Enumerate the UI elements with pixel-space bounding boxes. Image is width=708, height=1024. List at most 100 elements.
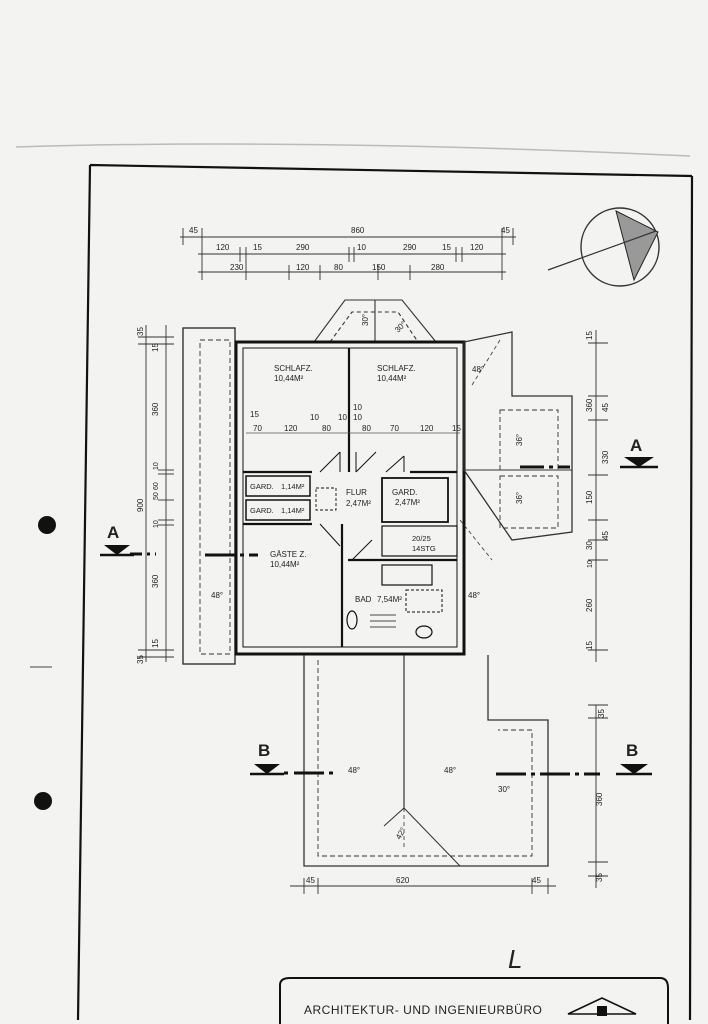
lower-roof-area <box>303 655 549 867</box>
slope-lower-right: 48° <box>444 766 456 775</box>
dim-left-total: 900 <box>136 498 145 512</box>
dim-left-seg-10: 35 <box>136 655 145 664</box>
house-walls <box>234 340 466 656</box>
dim-top-row2-c: 80 <box>334 263 343 272</box>
dim-right-seg-2: 360 <box>585 398 594 412</box>
dim-top-row1-e: 290 <box>403 243 417 252</box>
slope-dormer-left: 30° <box>361 314 370 326</box>
dim-top-row1-b: 15 <box>253 243 262 252</box>
north-arrow-icon <box>547 207 660 287</box>
dim-int-6: 10 <box>338 413 347 422</box>
top-dimension-chains <box>180 228 516 280</box>
slope-lower-right-box: 30° <box>498 785 510 794</box>
dim-top-row2-e: 280 <box>431 263 445 272</box>
room-bad-name: BAD <box>355 595 372 604</box>
dim-left-seg-3: 360 <box>151 402 160 416</box>
dim-top-row2-a: 230 <box>230 263 244 272</box>
dim-top-row2-d: 150 <box>372 263 386 272</box>
room-gaeste-area: 10,44M² <box>270 560 300 569</box>
dim-right-lower-mid: 360 <box>595 792 604 806</box>
dim-left-seg-7: 10 <box>153 520 160 528</box>
dim-bottom-left: 45 <box>306 876 315 885</box>
dim-top-row1-f: 15 <box>442 243 451 252</box>
dim-int-8: 80 <box>362 424 371 433</box>
title-block-office: ARCHITEKTUR- UND INGENIEURBÜRO <box>304 1003 542 1017</box>
dim-int-12: 10 <box>353 403 362 412</box>
section-marker-a-left <box>100 545 134 557</box>
dim-top-right-edge: 45 <box>501 226 510 235</box>
room-schlaf1-area: 10,44M² <box>274 374 304 383</box>
handwritten-mark: L <box>508 944 522 974</box>
dim-right-seg-10: 15 <box>585 641 594 650</box>
stair-label-2: 14STG <box>412 544 436 553</box>
dim-left-seg-6: 50 <box>153 492 160 500</box>
slope-wing-bottom: 36° <box>515 492 524 504</box>
dim-int-2: 70 <box>253 424 262 433</box>
dim-int-9: 70 <box>390 424 399 433</box>
punch-hole-bottom <box>34 792 52 810</box>
slope-upper-right: 48° <box>472 365 484 374</box>
section-label-a-left: A <box>107 523 119 542</box>
bottom-dimension-chain <box>290 878 556 894</box>
room-bad-area: 7,54M² <box>377 595 402 604</box>
dim-right-seg-3: 45 <box>601 403 610 412</box>
title-block <box>279 977 669 1024</box>
room-gard2-area: 1,14M² <box>281 506 305 515</box>
right-roof-wing <box>459 331 573 561</box>
right-dimension-chain <box>588 330 608 888</box>
section-marker-b-left <box>250 764 284 776</box>
dim-left-seg-5: 60 <box>153 482 160 490</box>
room-flur-name: FLUR <box>346 488 367 497</box>
dim-right-seg-8: 10 <box>587 560 594 568</box>
dim-right-seg-1: 15 <box>585 331 594 340</box>
dim-left-seg-4: 10 <box>153 462 160 470</box>
room-gard1-name: GARD. <box>250 482 274 491</box>
room-schlaf2-name: SCHLAFZ. <box>377 364 416 373</box>
room-gaeste-name: GÄSTE Z. <box>270 550 306 559</box>
drawing-frame <box>76 163 694 1021</box>
dim-bottom-right: 45 <box>532 876 541 885</box>
dim-right-lower-top: 35 <box>597 709 606 718</box>
dim-top-left-edge: 45 <box>189 226 198 235</box>
room-flur-area: 2,47M² <box>346 499 371 508</box>
section-line-a <box>130 465 570 557</box>
section-line-b <box>284 771 600 776</box>
dim-bottom-total: 620 <box>396 876 410 885</box>
section-label-b-left: B <box>258 741 270 760</box>
dim-right-seg-9: 260 <box>585 598 594 612</box>
section-marker-a-right <box>620 457 658 469</box>
dim-top-row1-c: 290 <box>296 243 310 252</box>
section-marker-b-right <box>616 764 652 776</box>
dim-int-1: 15 <box>250 410 259 419</box>
dim-right-seg-5: 150 <box>585 490 594 504</box>
room-schlaf1-name: SCHLAFZ. <box>274 364 313 373</box>
section-label-a-right: A <box>630 436 642 455</box>
room-gard3-area: 2,47M² <box>395 498 420 507</box>
page-fold-line <box>15 143 691 157</box>
dim-right-seg-7: 30 <box>585 541 594 550</box>
dim-int-3: 120 <box>284 424 298 433</box>
dim-int-11: 15 <box>452 424 461 433</box>
room-gard3-name: GARD. <box>392 488 417 497</box>
dim-int-5: 80 <box>322 424 331 433</box>
slope-right-mid: 48° <box>468 591 480 600</box>
dim-top-row1-g: 120 <box>470 243 484 252</box>
left-dimension-chain <box>138 325 174 662</box>
slope-lower-left: 48° <box>348 766 360 775</box>
dim-int-4: 10 <box>310 413 319 422</box>
slope-left: 48° <box>211 591 223 600</box>
dim-top-row1-d: 10 <box>357 243 366 252</box>
room-gard1-area: 1,14M² <box>281 482 305 491</box>
punch-hole-top <box>38 516 56 534</box>
room-gard2-name: GARD. <box>250 506 274 515</box>
room-schlaf2-area: 10,44M² <box>377 374 407 383</box>
dim-left-seg-2: 15 <box>151 343 160 352</box>
dim-left-seg-8: 360 <box>151 574 160 588</box>
dim-right-lower-bottom: 35 <box>595 873 604 882</box>
dim-left-seg-1: 35 <box>136 327 145 336</box>
dim-int-10: 120 <box>420 424 434 433</box>
section-label-b-right: B <box>626 741 638 760</box>
dim-right-seg-4: 330 <box>601 450 610 464</box>
